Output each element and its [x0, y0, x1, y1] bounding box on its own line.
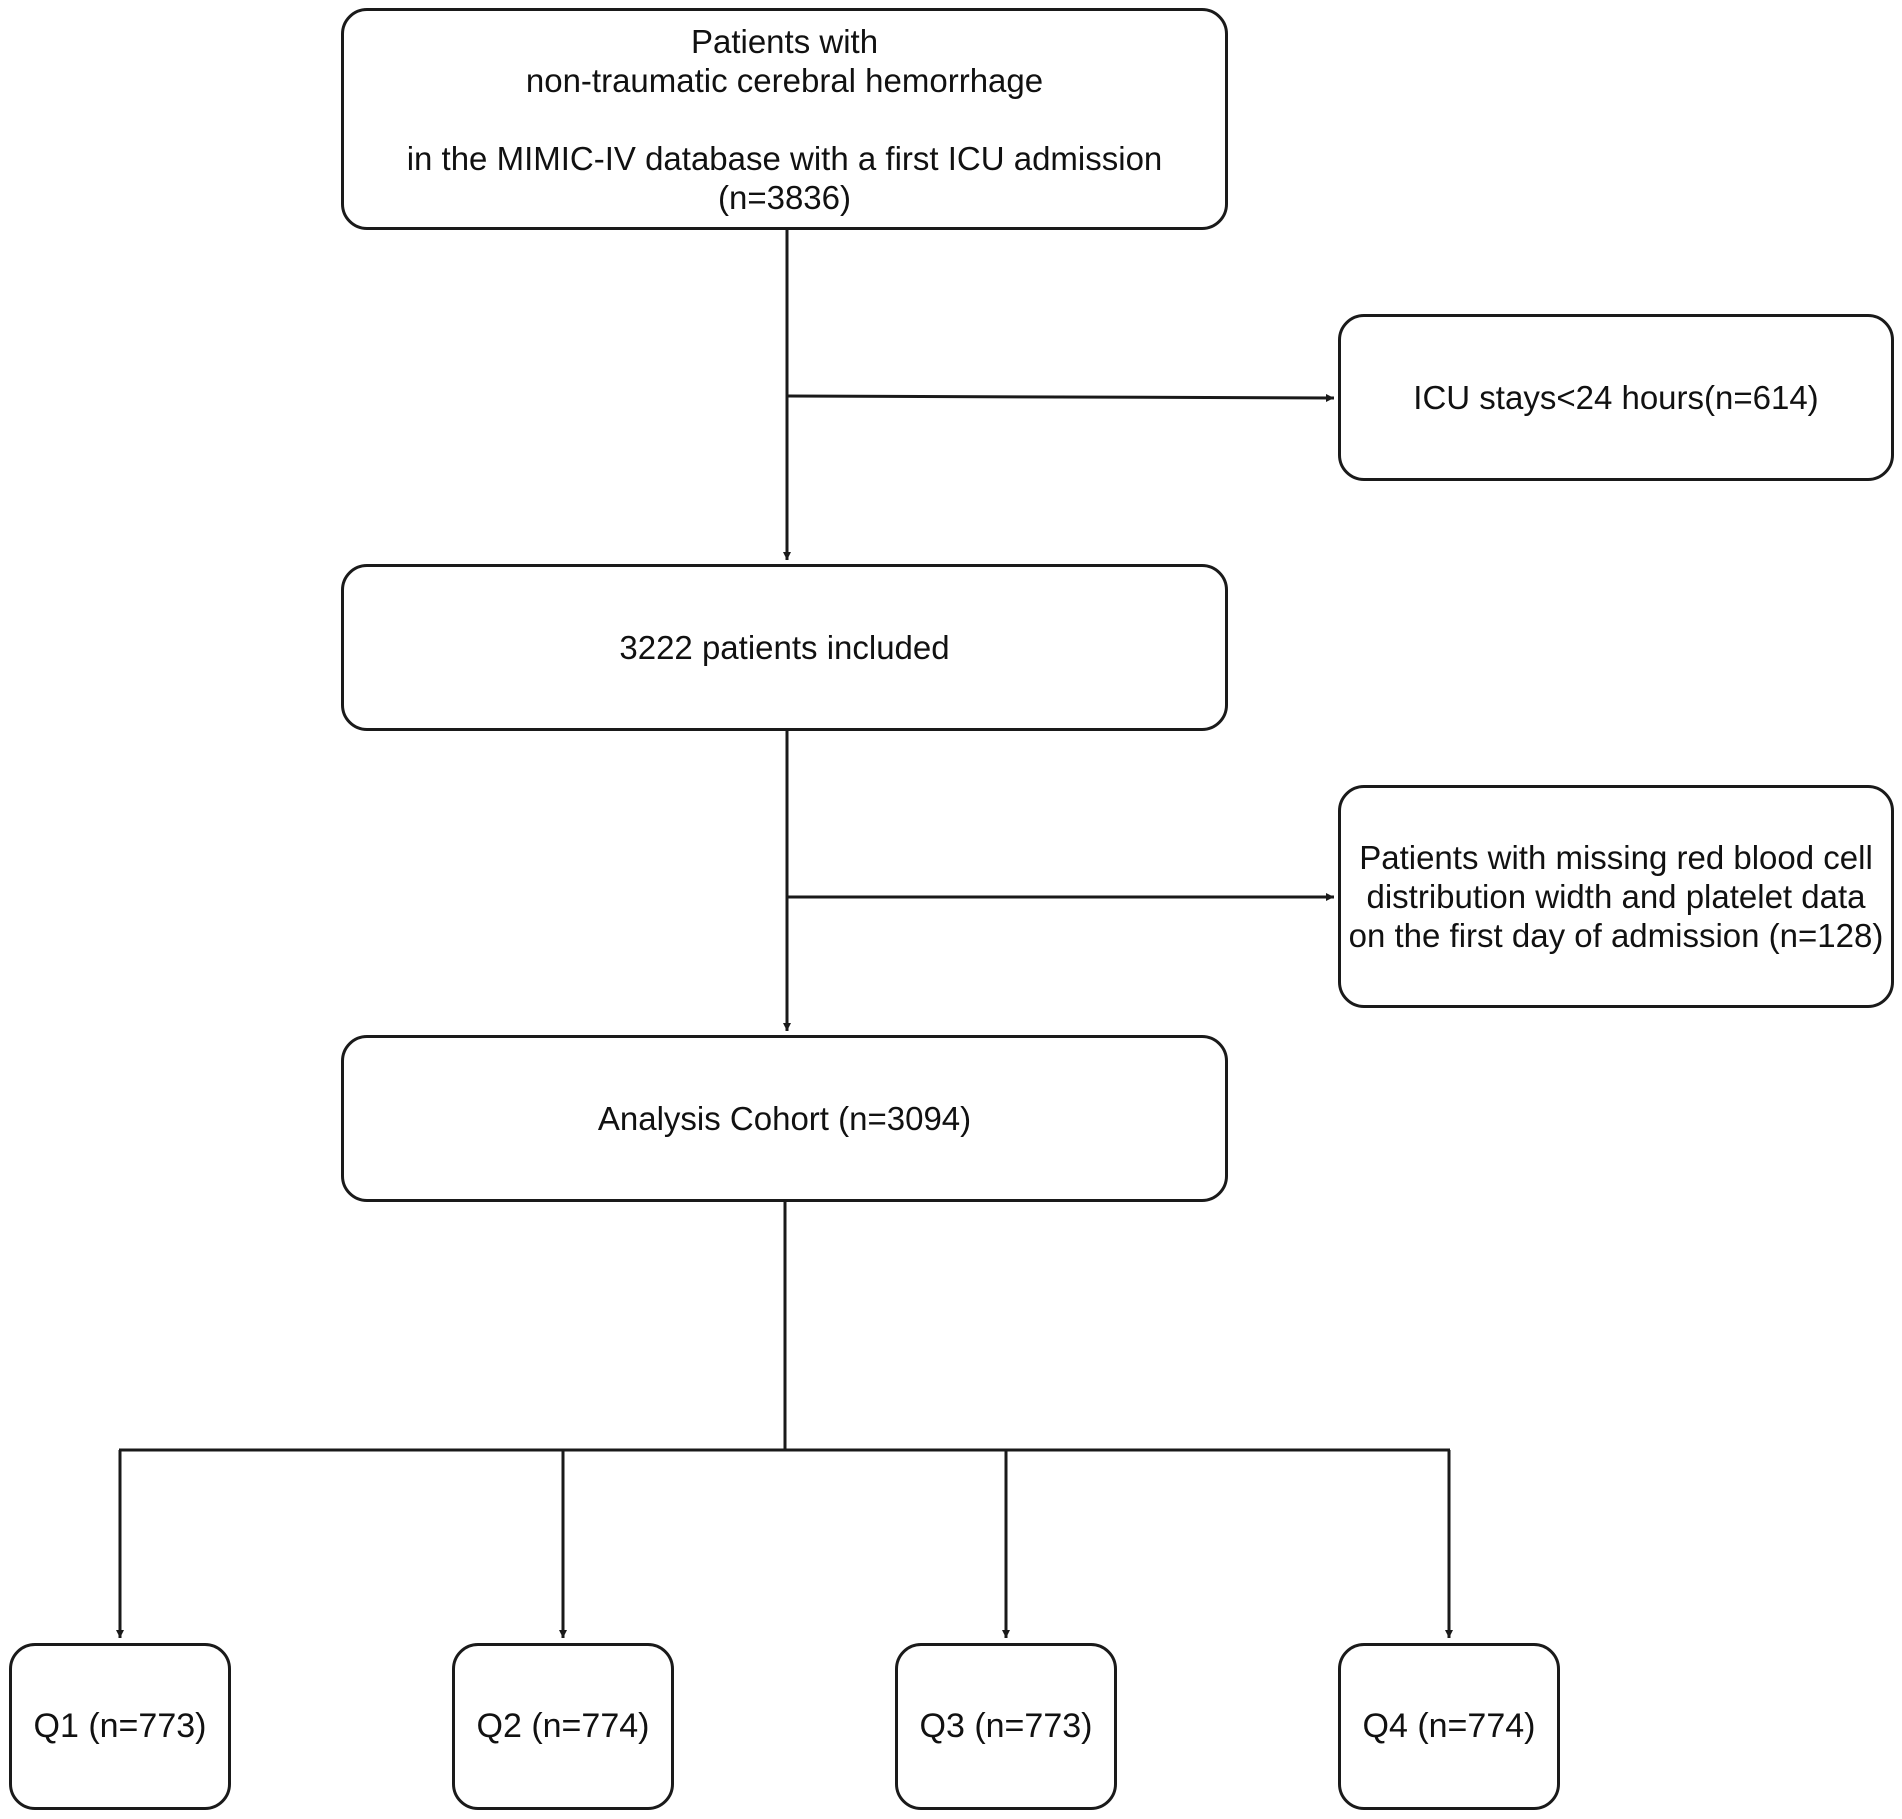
exclusion-node-1: ICU stays<24 hours(n=614)	[1338, 314, 1894, 481]
arrow-to-exclusion1	[786, 393, 1335, 402]
exclusion2-line-2: distribution width and platelet data	[1366, 878, 1866, 915]
q1-label: Q1 (n=773)	[33, 1707, 207, 1745]
start-line-5: (n=3836)	[717, 178, 851, 216]
quartile-node-q4: Q4 (n=774)	[1338, 1643, 1560, 1810]
included-node: 3222 patients included	[341, 564, 1228, 731]
q3-label: Q3 (n=773)	[919, 1707, 1093, 1745]
exclusion1-line-1: ICU stays<24 hours(n=614)	[1413, 379, 1819, 416]
exclusion2-line-1: Patients with missing red blood cell	[1359, 839, 1873, 876]
start-node: Patients with non-traumatic cerebral hem…	[341, 8, 1228, 230]
start-line-4: in the MIMIC-IV database with a first IC…	[406, 139, 1163, 177]
cohort-node: Analysis Cohort (n=3094)	[341, 1035, 1228, 1202]
quartile-node-q1: Q1 (n=773)	[9, 1643, 231, 1810]
cohort-line-1: Analysis Cohort (n=3094)	[597, 1100, 972, 1137]
q2-label: Q2 (n=774)	[476, 1707, 650, 1745]
quartile-node-q2: Q2 (n=774)	[452, 1643, 674, 1810]
included-line-1: 3222 patients included	[619, 629, 950, 666]
q4-label: Q4 (n=774)	[1362, 1707, 1536, 1745]
start-line-2: non-traumatic cerebral hemorrhage	[525, 61, 1044, 99]
start-line-1: Patients with	[690, 22, 879, 60]
exclusion-node-2: Patients with missing red blood cell dis…	[1338, 785, 1894, 1008]
start-line-3	[780, 100, 789, 139]
quartile-node-q3: Q3 (n=773)	[895, 1643, 1117, 1810]
exclusion2-line-3: on the first day of admission (n=128)	[1348, 917, 1884, 954]
